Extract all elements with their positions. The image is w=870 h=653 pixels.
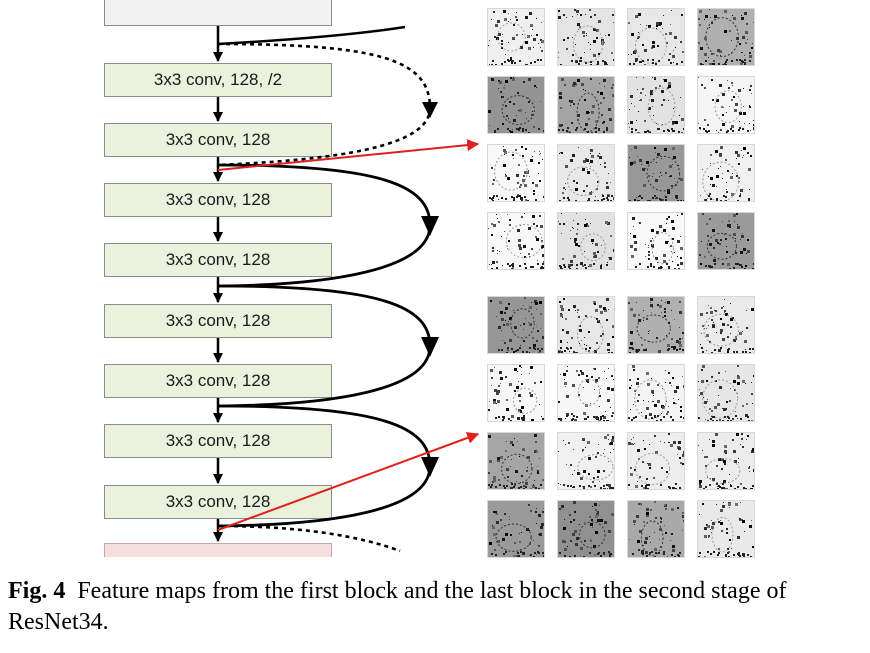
conv-layer-4: 3x3 conv, 128 <box>104 243 332 277</box>
projection-arrowhead <box>422 102 438 118</box>
conv-layer-5: 3x3 conv, 128 <box>104 304 332 338</box>
feature-map <box>487 500 545 558</box>
red-arrow-last-block <box>217 432 480 531</box>
identity-shortcut-2 <box>217 284 432 408</box>
figure-caption: Fig. 4 Feature maps from the first block… <box>8 576 866 638</box>
conv-layer-2: 3x3 conv, 128 <box>104 123 332 157</box>
outgoing-dashed-shortcut <box>217 524 401 553</box>
feature-map <box>627 76 685 134</box>
feature-map <box>627 212 685 270</box>
incoming-skip-curve <box>217 25 406 46</box>
connection-arrows <box>213 25 480 553</box>
feature-map <box>487 296 545 354</box>
projection-shortcut <box>217 42 432 167</box>
feature-map <box>487 76 545 134</box>
next-stage-layer-box <box>104 543 332 557</box>
feature-map <box>487 8 545 66</box>
feature-map <box>487 212 545 270</box>
feature-map <box>627 364 685 422</box>
identity-shortcut-3 <box>217 404 432 528</box>
conv-layer-1: 3x3 conv, 128, /2 <box>104 63 332 97</box>
identity-arrowhead-1 <box>421 216 439 236</box>
conv-layer-8: 3x3 conv, 128 <box>104 485 332 519</box>
feature-map <box>697 364 755 422</box>
feature-map <box>697 296 755 354</box>
feature-map <box>557 144 615 202</box>
conv-layer-7: 3x3 conv, 128 <box>104 424 332 458</box>
identity-arrowhead-2 <box>421 337 439 357</box>
feature-map <box>487 364 545 422</box>
feature-map <box>487 144 545 202</box>
feature-map <box>627 144 685 202</box>
feature-map <box>557 296 615 354</box>
feature-map <box>697 212 755 270</box>
conv-layer-6: 3x3 conv, 128 <box>104 364 332 398</box>
feature-map <box>697 500 755 558</box>
feature-map <box>487 432 545 490</box>
feature-map <box>557 432 615 490</box>
resnet-figure: 3x3 conv, 128, /2 3x3 conv, 128 3x3 conv… <box>104 0 755 558</box>
conv-layer-3: 3x3 conv, 128 <box>104 183 332 217</box>
feature-map <box>627 296 685 354</box>
feature-map <box>557 76 615 134</box>
feature-map <box>627 432 685 490</box>
identity-arrowhead-3 <box>421 457 439 477</box>
feature-map <box>557 500 615 558</box>
identity-shortcut-1 <box>217 163 432 288</box>
caption-label: Fig. 4 <box>8 578 66 604</box>
feature-map <box>557 8 615 66</box>
red-arrow-first-block <box>217 139 480 171</box>
feature-map <box>697 144 755 202</box>
feature-map <box>557 212 615 270</box>
feature-map <box>697 432 755 490</box>
feature-map <box>697 8 755 66</box>
caption-text: Feature maps from the first block and th… <box>8 578 787 635</box>
feature-map <box>557 364 615 422</box>
previous-layer-box <box>104 0 332 26</box>
feature-map <box>627 8 685 66</box>
feature-map <box>697 76 755 134</box>
feature-map <box>627 500 685 558</box>
